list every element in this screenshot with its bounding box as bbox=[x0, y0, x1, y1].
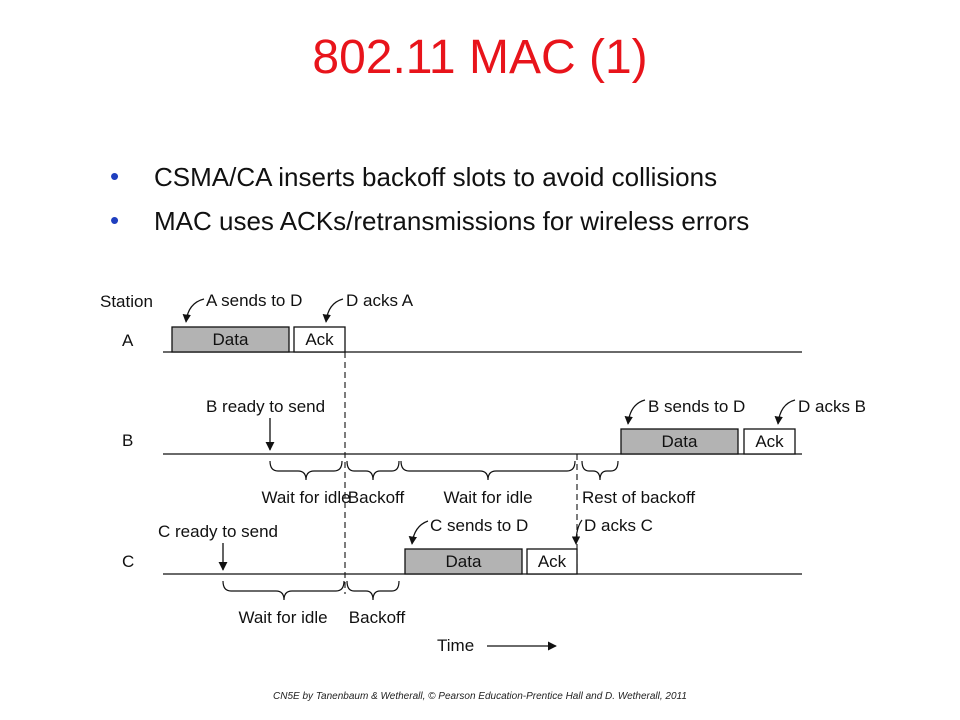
d-acks-a-arrow bbox=[322, 298, 344, 323]
station-label-b: B bbox=[122, 431, 133, 450]
c-sends-to-d-label: C sends to D bbox=[430, 516, 528, 535]
slide-footer: CN5E by Tanenbaum & Wetherall, © Pearson… bbox=[273, 691, 687, 702]
b-wait2-label: Wait for idle bbox=[443, 488, 532, 507]
b-sends-to-d-label: B sends to D bbox=[648, 397, 745, 416]
station-label-a: A bbox=[122, 331, 134, 350]
a-data-frame bbox=[171, 326, 290, 353]
b-rest-backoff-brace bbox=[581, 460, 619, 481]
bullet-item: • CSMA/CA inserts backoff slots to avoid… bbox=[110, 161, 749, 206]
b-data-label: Data bbox=[662, 432, 698, 451]
b-sends-arrow bbox=[624, 399, 646, 425]
d-acks-b-arrow bbox=[774, 399, 796, 425]
d-acks-a-label: D acks A bbox=[346, 291, 414, 310]
a-ack-frame bbox=[293, 326, 346, 353]
c-ack-label: Ack bbox=[538, 552, 567, 571]
d-acks-b-label: D acks B bbox=[798, 397, 866, 416]
c-wait-brace bbox=[222, 580, 345, 601]
a-data-label: Data bbox=[213, 330, 249, 349]
c-backoff-label: Backoff bbox=[349, 608, 406, 627]
c-backoff-brace bbox=[346, 580, 400, 601]
slide-title: 802.11 MAC (1) bbox=[312, 31, 648, 84]
station-label-c: C bbox=[122, 552, 134, 571]
bullet-item: • MAC uses ACKs/retransmissions for wire… bbox=[110, 205, 750, 250]
a-sends-arrow bbox=[182, 298, 205, 323]
bullet-dot-icon: • bbox=[110, 205, 120, 235]
bullet-text: MAC uses ACKs/retransmissions for wirele… bbox=[154, 206, 750, 236]
a-ack-label: Ack bbox=[305, 330, 334, 349]
b-backoff-label: Backoff bbox=[348, 488, 405, 507]
bullet-list: • CSMA/CA inserts backoff slots to avoid… bbox=[110, 161, 750, 250]
c-data-frame bbox=[404, 548, 523, 575]
b-backoff-brace bbox=[346, 460, 400, 481]
c-sends-arrow bbox=[408, 520, 429, 545]
b-data-frame bbox=[620, 428, 739, 455]
bullet-text: CSMA/CA inserts backoff slots to avoid c… bbox=[154, 162, 718, 192]
c-data-label: Data bbox=[446, 552, 482, 571]
time-label: Time bbox=[437, 636, 474, 655]
c-wait-label: Wait for idle bbox=[238, 608, 327, 627]
c-ack-frame bbox=[526, 548, 578, 575]
b-wait-brace bbox=[269, 460, 343, 481]
b-wait-label: Wait for idle bbox=[261, 488, 350, 507]
b-ready-label: B ready to send bbox=[206, 397, 325, 416]
c-ready-label: C ready to send bbox=[158, 522, 278, 541]
b-rest-backoff-label: Rest of backoff bbox=[582, 488, 695, 507]
b-ack-label: Ack bbox=[755, 432, 784, 451]
bullet-dot-icon: • bbox=[110, 161, 120, 191]
d-acks-c-label: D acks C bbox=[584, 516, 653, 535]
a-sends-to-d-label: A sends to D bbox=[206, 291, 302, 310]
station-header: Station bbox=[100, 292, 153, 311]
b-ack-frame bbox=[743, 428, 796, 455]
b-wait2-brace bbox=[400, 460, 576, 481]
d-acks-c-arrow bbox=[571, 519, 583, 545]
